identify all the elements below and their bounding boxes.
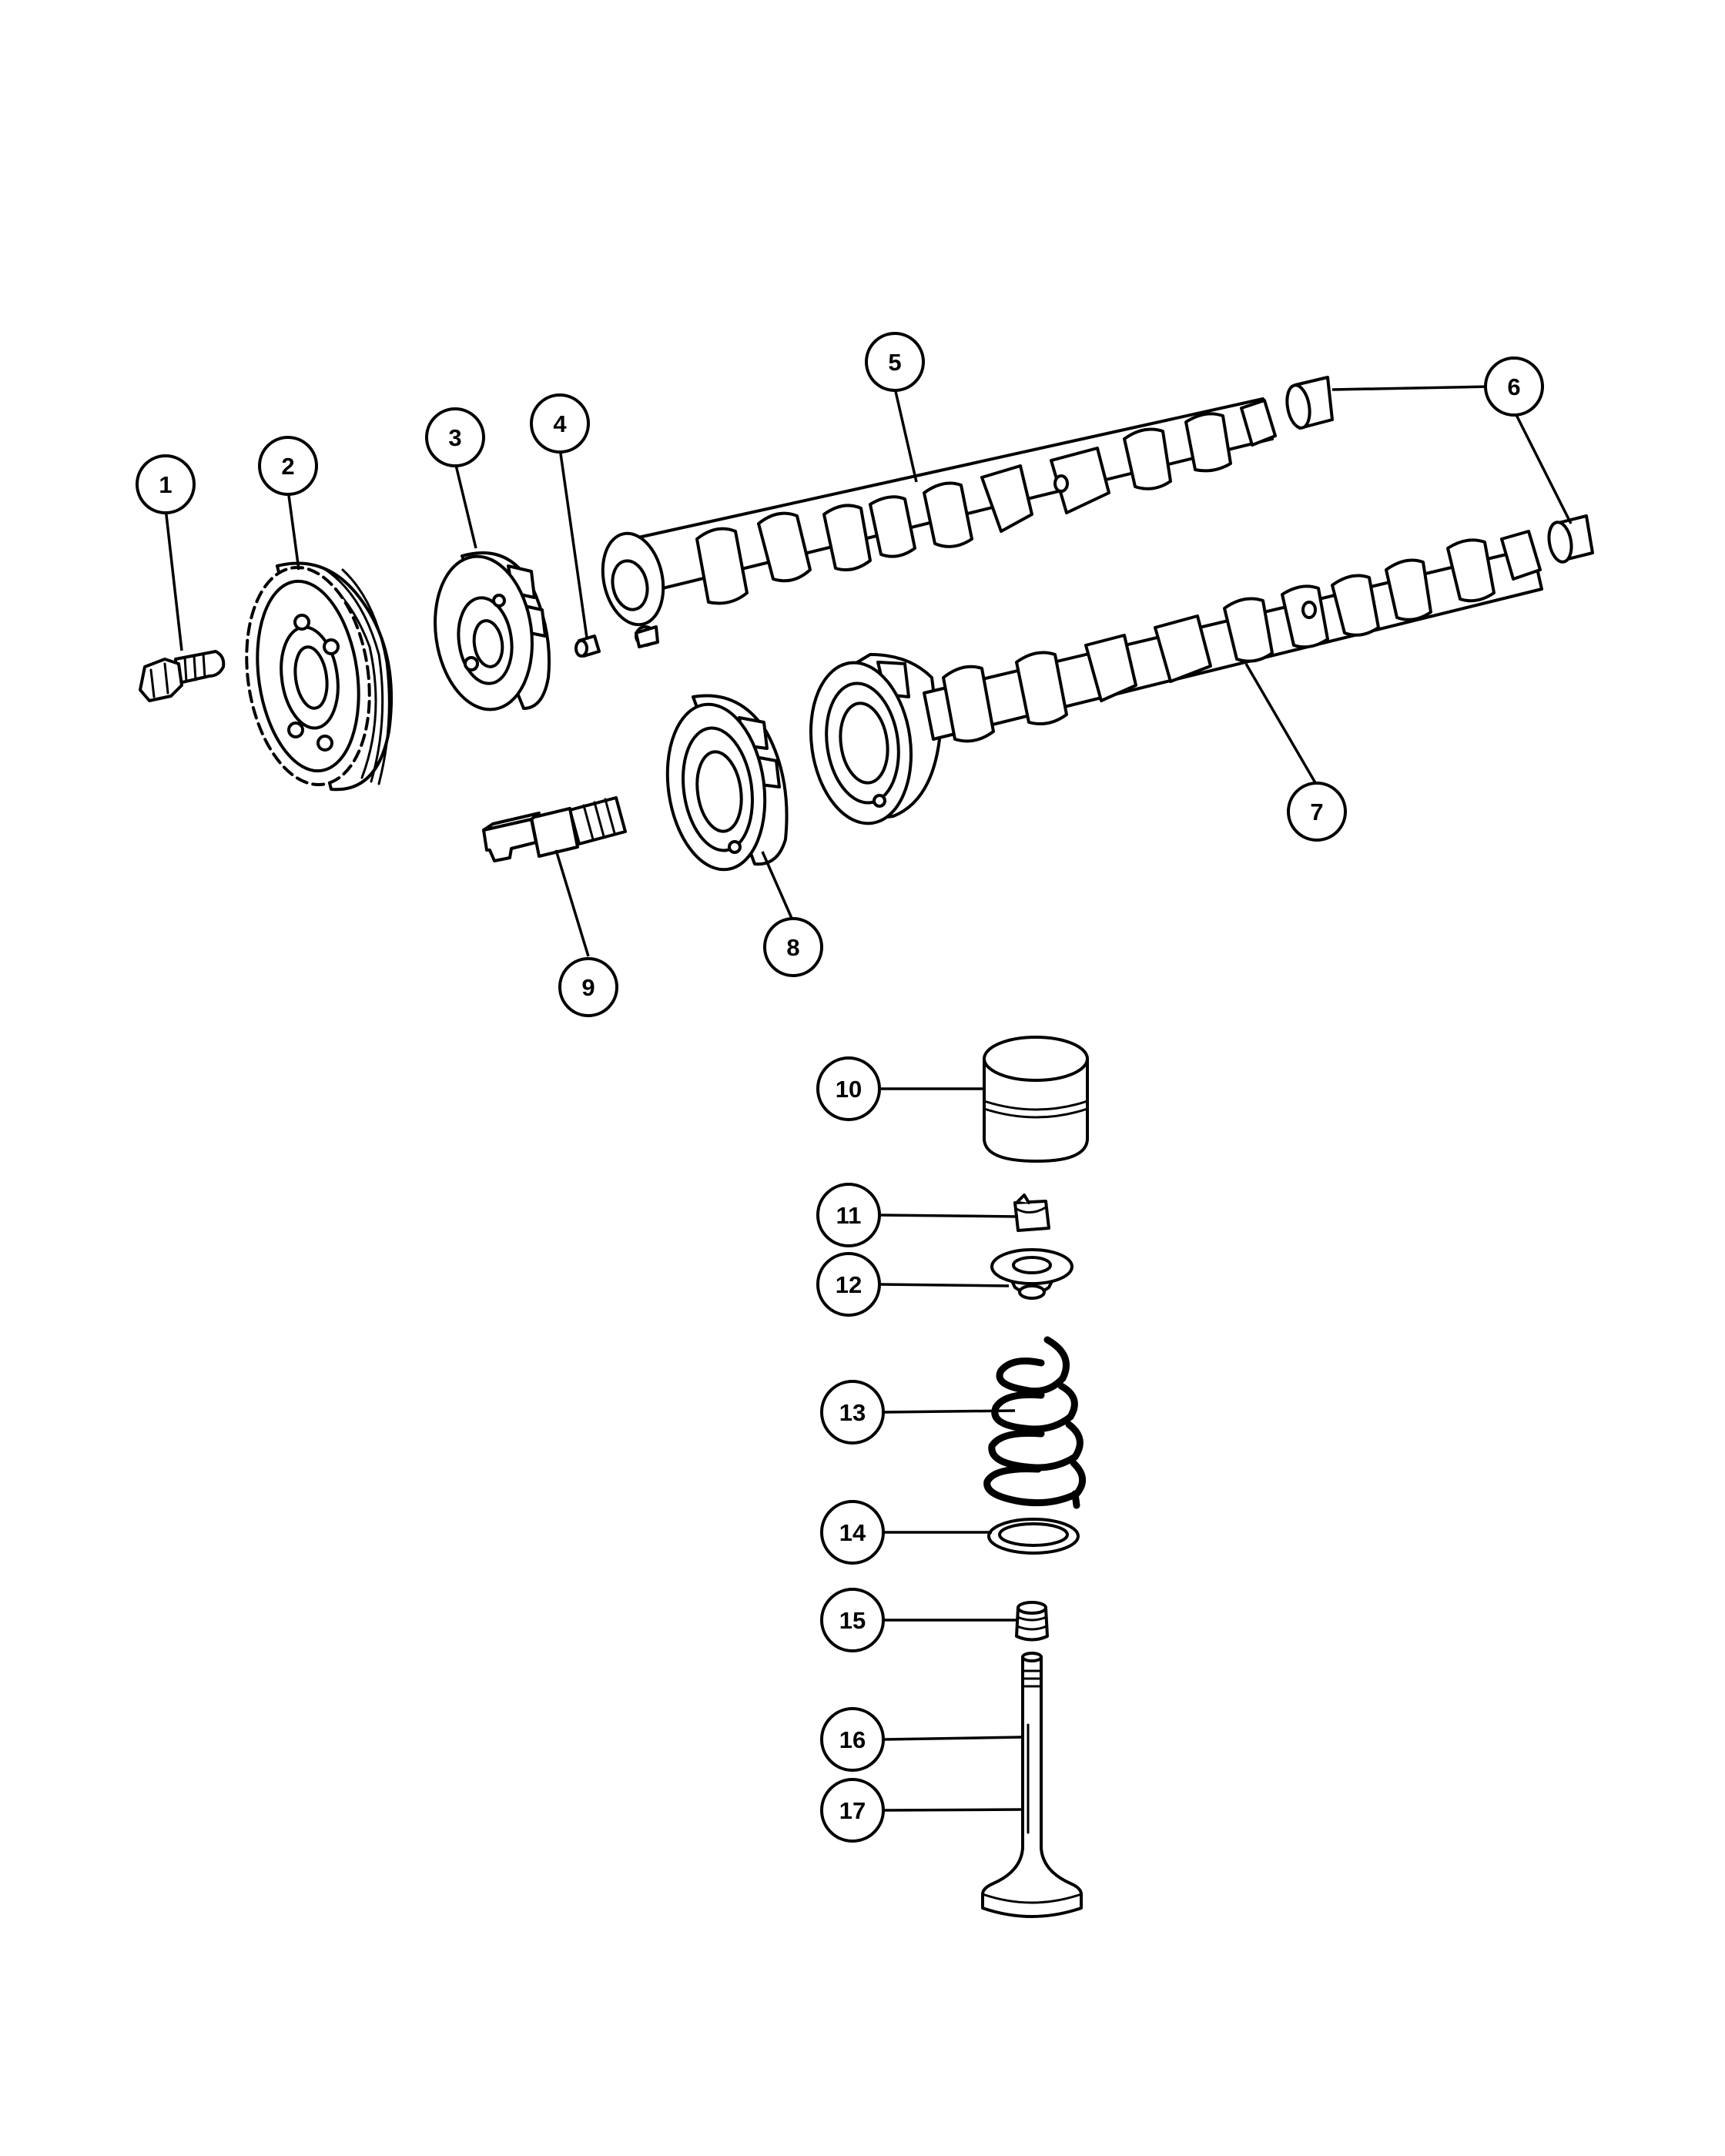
part-spring-retainer [990,1248,1074,1300]
callout-17-label: 17 [839,1797,866,1824]
callout-3: 3 [425,407,485,467]
callout-12: 12 [816,1252,881,1317]
callout-9-label: 9 [581,974,595,1001]
callout-15-label: 15 [839,1607,866,1634]
callout-3-label: 3 [448,424,461,451]
callout-14-label: 14 [839,1519,866,1546]
callout-5: 5 [865,332,925,392]
part-tone-wheel [434,551,551,711]
callout-11-label: 11 [836,1202,862,1229]
callout-13-label: 13 [839,1399,866,1426]
part-camshaft-upper [601,397,1277,648]
callout-8: 8 [763,917,823,977]
part-camshaft-plug-upper [1285,376,1334,430]
callout-2-label: 2 [281,453,294,480]
callout-2: 2 [258,436,318,496]
callout-8-label: 8 [786,934,799,961]
callout-17: 17 [820,1778,885,1843]
part-dowel-pin [574,634,601,658]
callout-1-label: 1 [159,471,172,498]
callout-4: 4 [530,393,590,454]
leader-lines [164,385,1573,1812]
callout-15: 15 [820,1588,885,1652]
part-bolt [139,650,226,702]
callout-10-label: 10 [836,1076,862,1103]
part-valve-spring [983,1336,1086,1509]
part-sensor [482,796,627,862]
part-valve-keeper [1013,1194,1050,1232]
callout-1: 1 [136,454,196,514]
callout-16-label: 16 [839,1726,866,1753]
callout-4-label: 4 [553,410,567,437]
part-valve [981,1652,1083,1918]
callout-12-label: 12 [836,1271,862,1298]
part-cam-target-wheel [665,694,789,872]
callout-7-label: 7 [1310,798,1323,825]
part-camshaft-lower [809,530,1543,825]
callout-7: 7 [1287,782,1347,842]
callout-11: 11 [816,1183,881,1247]
part-camshaft-plug-lower [1547,514,1594,564]
callout-13: 13 [820,1380,885,1445]
callout-14: 14 [820,1500,885,1565]
part-spring-seat [987,1518,1080,1555]
part-valve-stem-seal [1015,1601,1049,1642]
callout-5-label: 5 [888,349,901,376]
callout-6: 6 [1484,357,1544,417]
callout-9: 9 [558,957,618,1017]
part-tappet [983,1036,1089,1163]
callout-6-label: 6 [1507,373,1520,400]
part-sprocket [245,561,394,792]
callout-10: 10 [816,1056,881,1121]
callout-16: 16 [820,1707,885,1772]
